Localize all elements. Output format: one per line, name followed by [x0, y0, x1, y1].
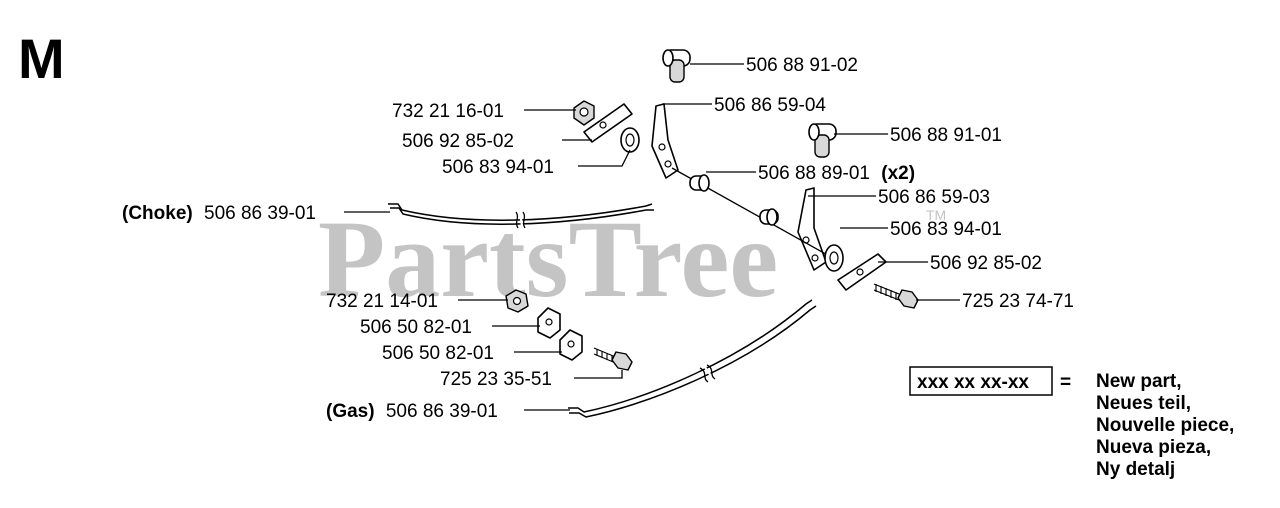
clamp-upper-part: [537, 307, 561, 339]
label-clamp-lower: 506 50 82-01: [382, 343, 494, 364]
legend-box: [909, 366, 1053, 396]
label-screw-right: 725 23 74-71: [962, 291, 1074, 312]
nut-small-part: [505, 289, 529, 313]
knob-top-part: [662, 49, 691, 83]
washer-left-part: [620, 127, 640, 153]
lever-right-part: [797, 187, 827, 271]
nut-left-part: [573, 100, 595, 126]
label-gas-cable: (Gas) 506 86 39-01: [326, 401, 498, 422]
leader-washer-left: [578, 149, 631, 167]
label-lever-right: 506 86 59-03: [878, 187, 990, 208]
label-screw-small: 725 23 35-51: [440, 369, 552, 390]
bushing-lower-part: [759, 208, 779, 226]
legend-line-4: Nueva pieza,: [1096, 437, 1211, 458]
knob-right-part: [808, 123, 837, 158]
legend-line-3: Nouvelle piece,: [1096, 415, 1234, 436]
label-gas-number: 506 86 39-01: [386, 401, 498, 422]
plate-right-part: [837, 253, 887, 291]
legend-box-text: xxx xx xx-xx: [917, 372, 1029, 393]
screw-small-part: [593, 347, 633, 371]
label-washer-right: 506 83 94-01: [890, 219, 1002, 240]
label-knob-right: 506 88 91-01: [890, 125, 1002, 146]
label-lever-left: 506 86 59-04: [714, 95, 826, 116]
label-choke-prefix: (Choke): [122, 203, 193, 224]
clamp-lower-part: [559, 329, 583, 361]
label-nut-left: 732 21 16-01: [392, 101, 504, 122]
gas-cable-part: [568, 299, 817, 418]
lever-left-part: [651, 103, 679, 179]
legend-equals: =: [1060, 372, 1071, 393]
label-clamp-upper: 506 50 82-01: [360, 317, 472, 338]
label-gas-prefix: (Gas): [326, 401, 375, 422]
label-plate-right: 506 92 85-02: [930, 253, 1042, 274]
legend-line-1: New part,: [1096, 371, 1182, 392]
watermark-tm: TM: [926, 207, 946, 223]
label-bushing-qty: (x2): [881, 163, 915, 184]
label-bushing: 506 88 89-01 (x2): [758, 163, 915, 184]
legend-line-2: Neues teil,: [1096, 393, 1191, 414]
section-letter: M: [18, 27, 65, 90]
bushing-upper-part: [689, 174, 710, 192]
washer-right-part: [824, 244, 844, 272]
label-plate-left: 506 92 85-02: [402, 131, 514, 152]
plate-left-part: [583, 103, 633, 143]
screw-right-part: [873, 283, 919, 309]
label-knob-top: 506 88 91-02: [746, 55, 858, 76]
label-washer-left: 506 83 94-01: [442, 157, 554, 178]
label-choke-number: 506 86 39-01: [204, 203, 316, 224]
legend-line-5: Ny detalj: [1096, 459, 1175, 480]
label-choke-cable: (Choke) 506 86 39-01: [122, 203, 316, 224]
legend: xxx xx xx-xx = New part, Neues teil, Nou…: [909, 366, 1234, 480]
label-nut-small: 732 21 14-01: [326, 291, 438, 312]
choke-cable-part: [388, 203, 654, 229]
label-bushing-number: 506 88 89-01: [758, 163, 870, 184]
leader-screw-small: [574, 370, 623, 379]
